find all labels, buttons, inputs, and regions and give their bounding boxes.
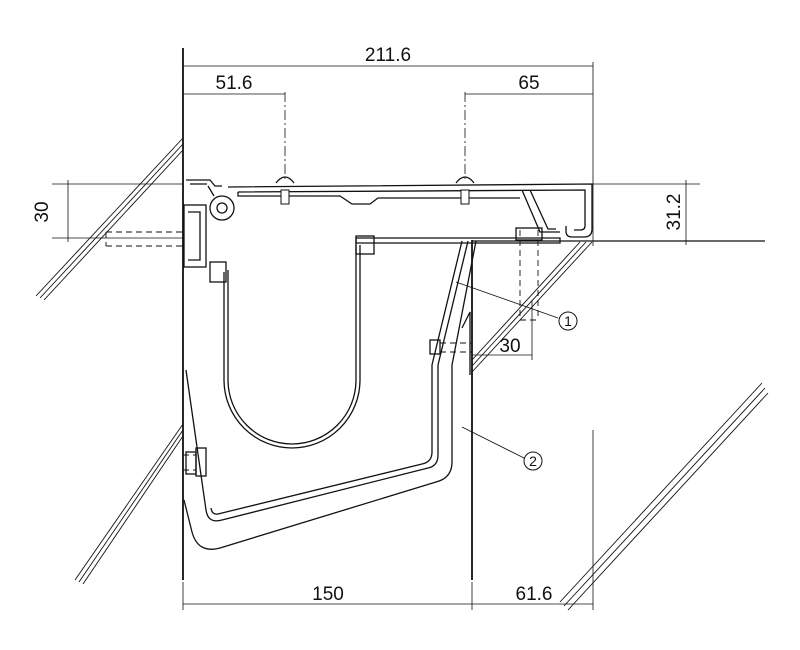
right-mid-bolt [429, 311, 472, 375]
outer-gutter [183, 240, 477, 550]
inner-gutter [223, 245, 361, 449]
dimension-right-height: 31.2 [593, 180, 700, 245]
dimension-right-height-label: 31.2 [664, 194, 685, 231]
dimension-left-height: 30 [32, 180, 183, 242]
dimension-left-offset: 51.6 [183, 73, 286, 182]
dimension-top-overall: 211.6 [183, 45, 594, 246]
screw-right [455, 176, 475, 205]
right-slab-hatching [471, 241, 769, 611]
dimension-left-height-label: 30 [32, 201, 53, 222]
dimension-right-offset: 65 [464, 73, 593, 182]
dimension-right-offset-label: 65 [518, 73, 539, 94]
left-anchor-bracket [105, 204, 227, 283]
dimension-bolt-offset: 30 [472, 300, 533, 360]
dimension-bottom-left-label: 150 [312, 584, 344, 605]
callout-1-label: 1 [564, 313, 572, 329]
lower-left-bolt [183, 447, 207, 477]
callout-1: 1 [455, 281, 578, 331]
seat-plate [355, 235, 561, 255]
right-anchor-bolt [515, 227, 543, 321]
dimension-bottom-right-label: 61.6 [516, 584, 553, 605]
callout-2: 2 [461, 426, 543, 471]
cover-plate [186, 179, 593, 238]
dimension-total-width: 211.6 [365, 45, 411, 66]
callout-2-label: 2 [529, 453, 537, 469]
dimension-left-offset-label: 51.6 [216, 73, 253, 94]
dimension-bolt-offset-label: 30 [499, 336, 520, 357]
screw-left [275, 176, 295, 205]
left-wall-hatching [35, 137, 184, 585]
dimension-bottom: 150 61.6 [182, 430, 594, 610]
